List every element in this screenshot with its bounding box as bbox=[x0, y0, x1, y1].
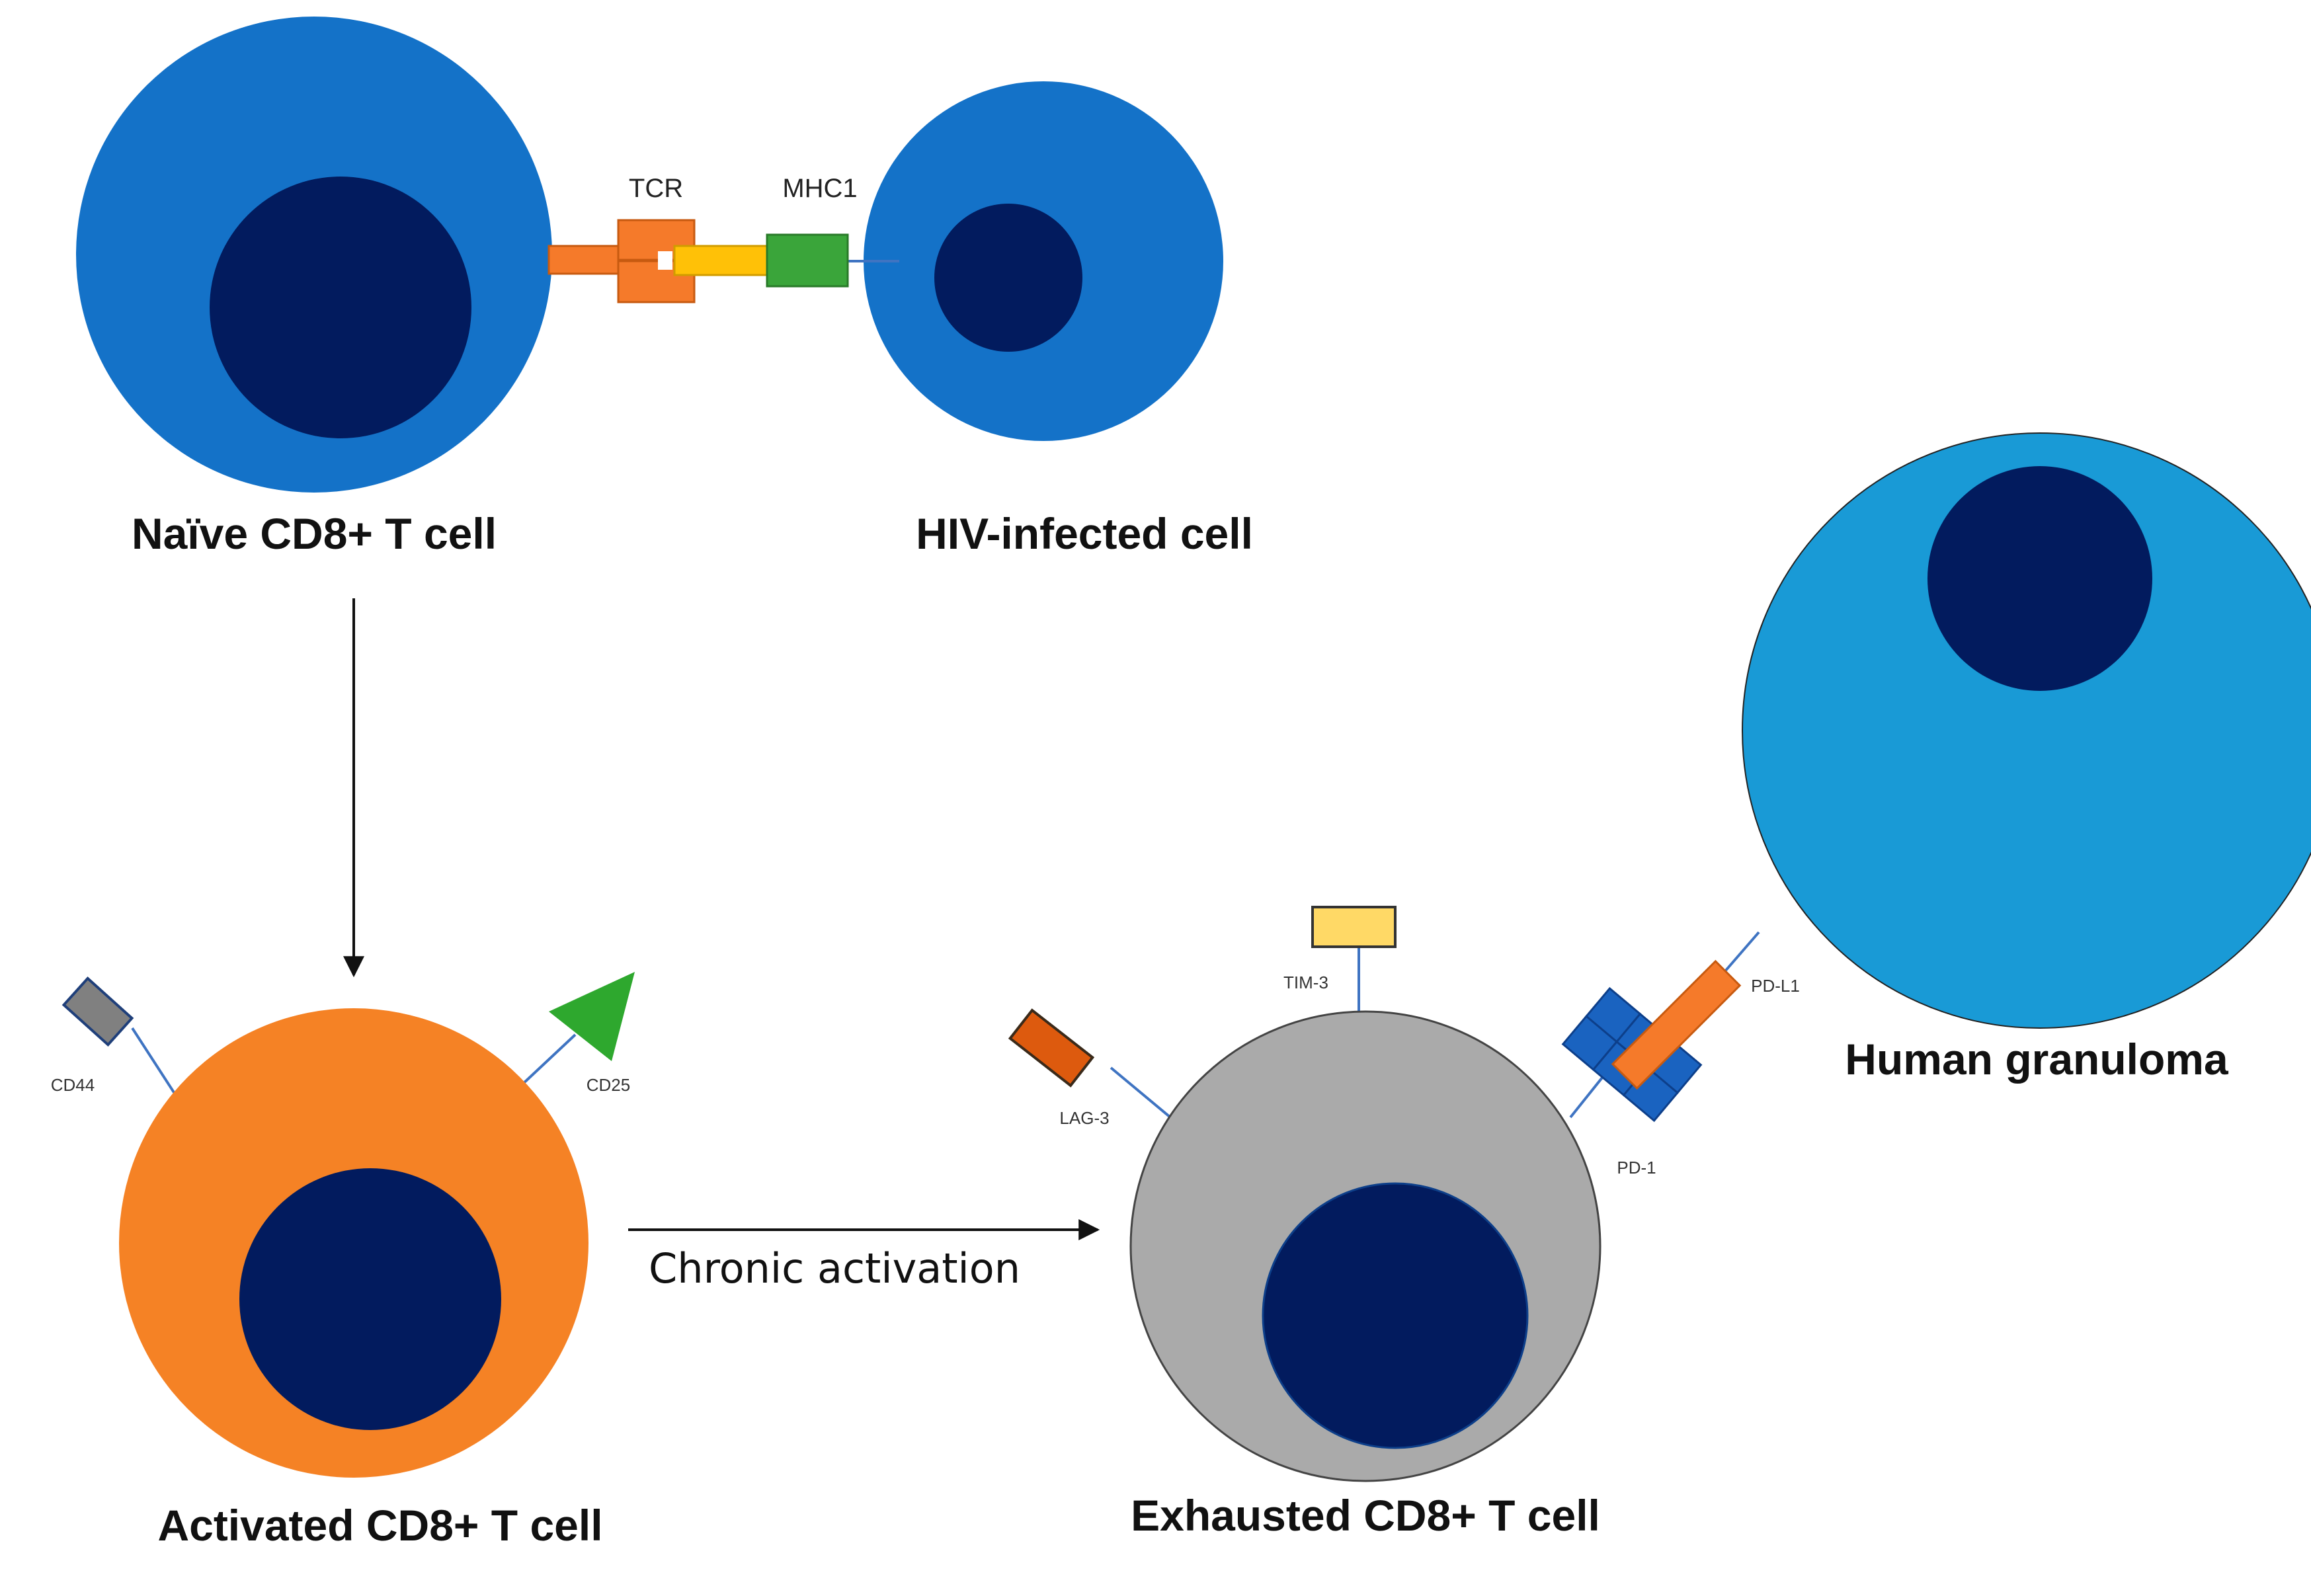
exhausted-cell-label: Exhausted CD8+ T cell bbox=[1131, 1491, 1600, 1540]
activated-cd8-t-cell: CD44 CD25 bbox=[51, 972, 635, 1478]
tcr-label: TCR bbox=[629, 174, 683, 203]
exhausted-cell-nucleus bbox=[1262, 1182, 1529, 1449]
tim3-molecule bbox=[1311, 906, 1397, 948]
granuloma-cell-body bbox=[1742, 432, 2311, 1029]
hiv-cell-nucleus bbox=[934, 204, 1082, 352]
lag3-label: LAG-3 bbox=[1059, 1108, 1109, 1128]
tim3-label: TIM-3 bbox=[1283, 973, 1328, 992]
tcr-linker bbox=[673, 245, 768, 276]
cd44-stem bbox=[131, 1027, 179, 1099]
mhc1-molecule bbox=[766, 233, 849, 288]
naive-cd8-t-cell bbox=[76, 17, 552, 493]
pdl1-molecule bbox=[1611, 959, 1742, 1090]
naive-cell-nucleus bbox=[210, 177, 471, 438]
tcr-gap bbox=[658, 251, 672, 270]
mhc1-label: MHC1 bbox=[782, 174, 857, 203]
pdl1-label: PD-L1 bbox=[1751, 976, 1800, 996]
cd25-molecule bbox=[549, 972, 635, 1061]
granuloma-cell-label: Human granuloma bbox=[1845, 1035, 2229, 1084]
activated-cell-nucleus bbox=[239, 1168, 501, 1430]
human-granuloma: PD-L1 bbox=[1611, 432, 2311, 1090]
tcr-mhc1-complex: TCR MHC1 bbox=[547, 174, 899, 303]
hiv-infected-cell bbox=[864, 81, 1223, 441]
chronic-activation-label: Chronic activation bbox=[649, 1244, 1020, 1293]
naive-cell-label: Naïve CD8+ T cell bbox=[132, 509, 497, 558]
cd44-label: CD44 bbox=[51, 1075, 95, 1095]
exhausted-cd8-t-cell: TIM-3 LAG-3 PD-1 bbox=[1008, 906, 1703, 1482]
cd25-stem bbox=[521, 1033, 577, 1086]
cd25-label: CD25 bbox=[587, 1075, 630, 1095]
granuloma-cell-nucleus bbox=[1927, 466, 2152, 691]
lag3-molecule bbox=[1008, 1008, 1095, 1088]
cd44-molecule bbox=[61, 976, 134, 1047]
pd1-label: PD-1 bbox=[1617, 1158, 1656, 1177]
activated-cell-label: Activated CD8+ T cell bbox=[157, 1501, 602, 1550]
hiv-cell-label: HIV-infected cell bbox=[916, 509, 1253, 558]
